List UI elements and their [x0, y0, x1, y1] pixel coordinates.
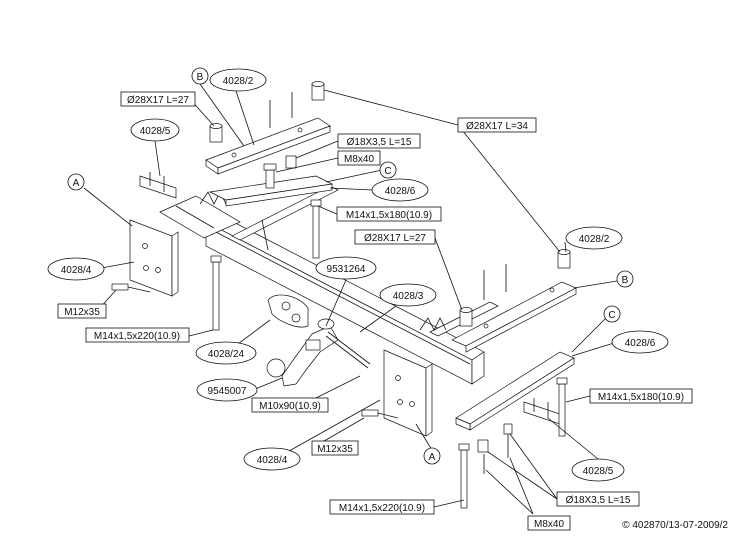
callout-b-right [616, 270, 634, 288]
callout-m14-220-bottom [329, 499, 435, 515]
label-spacer-l27-mid: Ø28X17 L=27 [364, 233, 426, 244]
parts-drawing [111, 81, 577, 509]
label-a-left: A [73, 178, 80, 189]
bracket-plate-right [451, 281, 577, 353]
label-m14-220-bottom: M14x1,5x220(10.9) [339, 503, 425, 514]
label-4028-2-top: 4028/2 [223, 76, 254, 87]
callout-m14-180-right [589, 388, 693, 404]
callout-4028-2-top [209, 68, 267, 92]
label-spacer-l34: Ø28X17 L=34 [466, 121, 528, 132]
callout-c-right [603, 305, 621, 323]
label-b-top: B [197, 72, 204, 83]
side-plate-bottom [383, 349, 433, 437]
callout-9545007 [196, 378, 258, 402]
side-bolts [111, 283, 399, 419]
label-4028-2-right: 4028/2 [579, 234, 610, 245]
left-side-arm [159, 185, 339, 251]
m10-bolt [325, 331, 371, 369]
callout-4028-6-top [371, 178, 429, 202]
label-c-top: C [384, 166, 391, 177]
label-m14-180-top: M14x1,5x180(10.9) [346, 210, 432, 221]
copyright-text: © 402870/13-07-2009/2 [622, 520, 728, 531]
label-4028-4-bottom: 4028/4 [257, 455, 288, 466]
callout-m12x35-left [57, 303, 107, 319]
label-b-right: B [622, 275, 629, 286]
callout-4028-3 [379, 283, 437, 307]
label-a-bottom: A [429, 452, 436, 463]
callout-4028-4-left [47, 257, 105, 281]
label-spacer-l15-top: Ø18X3,5 L=15 [347, 137, 412, 148]
label-m12x35-bottom: M12x35 [317, 444, 353, 455]
label-4028-5-left: 4028/5 [140, 126, 171, 137]
bracket-plate-top [205, 117, 331, 175]
callout-a-bottom [423, 447, 441, 465]
callout-spacer-l15-bottom [556, 491, 640, 507]
callout-4028-24 [195, 341, 257, 365]
callout-4028-5-right [571, 458, 625, 482]
callout-spacer-l27-top [120, 91, 196, 107]
strap-plate-right [455, 351, 575, 431]
label-m14-220-left: M14x1,5x220(10.9) [94, 331, 180, 342]
label-4028-24: 4028/24 [208, 349, 245, 360]
side-plate-left [129, 219, 179, 297]
label-m8x40-top: M8x40 [344, 154, 374, 165]
callout-4028-6-right [611, 330, 669, 354]
label-4028-3: 4028/3 [393, 291, 424, 302]
callout-a-left [67, 173, 85, 191]
callout-m10x90 [251, 397, 329, 413]
callout-4028-5-left [130, 118, 180, 142]
label-spacer-l27-top: Ø28X17 L=27 [127, 95, 189, 106]
callout-9531264 [315, 256, 377, 280]
callout-m8x40-top [337, 150, 381, 166]
tow-ball [266, 318, 339, 387]
callout-spacer-l34 [457, 117, 537, 133]
long-bolts [210, 199, 568, 509]
label-m14-180-right: M14x1,5x180(10.9) [598, 392, 684, 403]
callout-4028-4-bottom [243, 447, 301, 471]
hitch-bracket [267, 294, 309, 328]
callout-m14-220-left [85, 327, 190, 343]
clamp-left [139, 172, 177, 199]
callout-c-top [379, 161, 397, 179]
label-spacer-l15-bottom: Ø18X3,5 L=15 [566, 495, 631, 506]
label-m10x90: M10x90(10.9) [259, 401, 321, 412]
callout-b-top [191, 67, 209, 85]
callouts: B 4028/2 Ø28X17 L=27 4028/5 Ø28X17 L=34 … [47, 67, 728, 531]
label-4028-5-right: 4028/5 [583, 466, 614, 477]
label-4028-6-right: 4028/6 [625, 338, 656, 349]
callout-4028-2-right [565, 226, 623, 250]
callout-m14-180-top [336, 206, 442, 222]
label-c-right: C [608, 310, 615, 321]
label-9545007: 9545007 [208, 386, 247, 397]
callout-spacer-l27-mid [354, 229, 436, 245]
callout-spacer-l15-top [337, 133, 421, 149]
label-4028-6-top: 4028/6 [385, 186, 416, 197]
label-m12x35-left: M12x35 [64, 307, 100, 318]
label-m8x40-bottom: M8x40 [534, 519, 564, 530]
callout-m8x40-bottom [527, 515, 571, 531]
label-4028-4-left: 4028/4 [61, 265, 92, 276]
callout-m12x35-bottom [311, 440, 359, 456]
label-9531264: 9531264 [327, 264, 366, 275]
small-fasteners [263, 92, 513, 474]
main-crossbar [205, 213, 485, 385]
clamp-right [523, 398, 561, 425]
